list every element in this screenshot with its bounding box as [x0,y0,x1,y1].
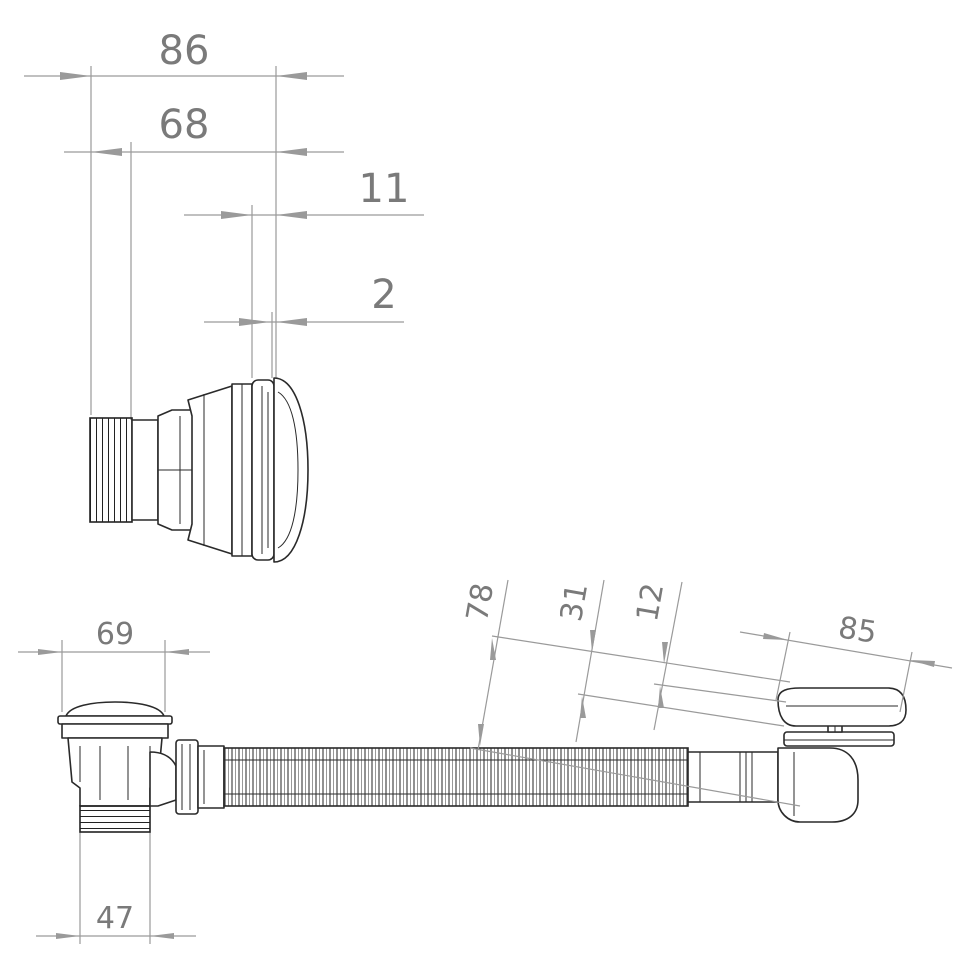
dim-body-width: 68 [64,102,344,156]
dim-label-11: 11 [359,166,410,212]
top-view: 86 68 11 2 [24,28,424,563]
flexible-hose [223,747,689,807]
overflow-connector [687,687,907,823]
dim-label-85: 85 [836,610,879,651]
dim-overflow-12: 12 [630,581,683,731]
dim-waste-width: 69 [18,617,210,655]
dim-overall-width: 86 [24,28,344,80]
dim-label-69: 69 [96,617,134,652]
dim-outlet-width: 47 [36,901,196,939]
dim-label-78: 78 [460,581,501,625]
dim-overflow-31: 31 [554,579,605,743]
side-view: 69 47 [18,579,953,944]
dim-overflow-78: 78 [460,579,509,751]
dim-label-86: 86 [159,28,210,74]
dim-label-31: 31 [554,581,595,625]
dim-label-47: 47 [96,901,134,936]
dim-flange-width: 11 [184,166,424,219]
dim-overflow-85: 85 [739,610,953,713]
dim-label-12: 12 [630,581,671,625]
overflow-dimensions: 78 31 12 85 [460,579,953,807]
dim-label-68: 68 [159,102,210,148]
dim-flange-thickness: 2 [204,272,404,326]
waste-fitting [57,701,225,833]
dim-label-2: 2 [371,272,396,318]
waste-valve-body [89,377,309,563]
